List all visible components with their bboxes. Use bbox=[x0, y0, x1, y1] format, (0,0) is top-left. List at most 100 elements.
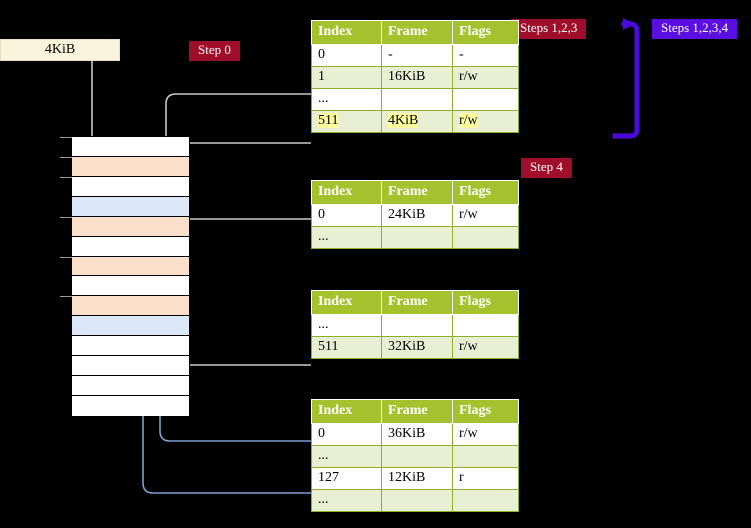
cell-frame bbox=[381, 314, 453, 337]
badge-step-0: Step 0 bbox=[189, 41, 240, 61]
badge-steps-1234: Steps 1,2,3,4 bbox=[652, 19, 738, 39]
cell-index: 0 bbox=[311, 44, 382, 67]
table-row: ... bbox=[311, 314, 519, 337]
memory-row bbox=[60, 216, 189, 237]
cell-frame: 32KiB bbox=[381, 336, 453, 359]
highlighted-value: 4KiB bbox=[388, 113, 419, 128]
table-row: 0-- bbox=[311, 44, 519, 67]
memory-row bbox=[72, 196, 189, 217]
table-row: ... bbox=[311, 489, 519, 512]
cell-index: ... bbox=[311, 445, 382, 468]
memory-frame-label: 4KiB bbox=[44, 42, 76, 57]
column-header-flags: Flags bbox=[452, 180, 519, 205]
column-header-flags: Flags bbox=[452, 290, 519, 315]
table-row: ... bbox=[311, 226, 519, 249]
column-header-index: Index bbox=[311, 290, 382, 315]
purple-bracket-arrow bbox=[612, 18, 640, 139]
cell-flags: r bbox=[452, 467, 519, 490]
column-header-frame: Frame bbox=[381, 20, 453, 45]
wire-pml4-frame-pointer bbox=[170, 142, 311, 154]
column-header-index: Index bbox=[311, 180, 382, 205]
badge-steps-1234-label: Steps 1,2,3,4 bbox=[661, 20, 729, 35]
highlighted-value: r/w bbox=[459, 113, 478, 128]
memory-row bbox=[72, 356, 189, 377]
cell-index: ... bbox=[311, 226, 382, 249]
cell-flags: r/w bbox=[452, 110, 519, 133]
badge-steps-123: Steps 1,2,3 bbox=[511, 19, 587, 39]
cell-flags: r/w bbox=[452, 66, 519, 89]
memory-row bbox=[72, 316, 189, 337]
highlighted-value: 511 bbox=[318, 113, 339, 128]
column-header-frame: Frame bbox=[381, 290, 453, 315]
memory-row bbox=[60, 156, 189, 177]
cell-flags bbox=[452, 88, 519, 111]
cell-flags bbox=[452, 445, 519, 468]
memory-row bbox=[72, 395, 189, 416]
memory-frame-label-box: 4KiB bbox=[0, 39, 120, 61]
physical-memory-grid bbox=[60, 136, 190, 416]
memory-row bbox=[60, 296, 189, 317]
cell-frame bbox=[381, 88, 453, 111]
memory-row bbox=[72, 236, 189, 257]
cell-frame: 16KiB bbox=[381, 66, 453, 89]
cell-index: 511 bbox=[311, 110, 382, 133]
cell-index: ... bbox=[311, 489, 382, 512]
cell-index: 511 bbox=[311, 336, 382, 359]
cell-index: ... bbox=[311, 314, 382, 337]
memory-row bbox=[60, 256, 189, 277]
badge-step-0-label: Step 0 bbox=[198, 42, 231, 57]
memory-row-tick bbox=[60, 296, 72, 298]
cell-frame: - bbox=[381, 44, 453, 67]
cell-frame bbox=[381, 226, 453, 249]
memory-row bbox=[60, 137, 189, 157]
cell-flags: - bbox=[452, 44, 519, 67]
wire-pdpt-entry-0 bbox=[176, 218, 311, 274]
wire-pd-entry-511 bbox=[170, 318, 311, 366]
column-header-index: Index bbox=[311, 399, 382, 424]
cell-frame: 4KiB bbox=[381, 110, 453, 133]
column-header-frame: Frame bbox=[381, 180, 453, 205]
memory-row bbox=[72, 376, 189, 396]
memory-row bbox=[60, 176, 189, 197]
cell-index: ... bbox=[311, 88, 382, 111]
cell-flags: r/w bbox=[452, 423, 519, 446]
memory-row bbox=[72, 276, 189, 297]
badge-step-4-label: Step 4 bbox=[530, 159, 563, 174]
cell-flags bbox=[452, 226, 519, 249]
memory-row bbox=[72, 336, 189, 357]
table-row: 511 4KiB r/w bbox=[311, 110, 519, 133]
table-row: ... bbox=[311, 88, 519, 111]
cell-flags: r/w bbox=[452, 336, 519, 359]
column-header-frame: Frame bbox=[381, 399, 453, 424]
memory-row-tick bbox=[60, 137, 72, 138]
table-row: ... bbox=[311, 445, 519, 468]
cell-index: 1 bbox=[311, 66, 382, 89]
cell-frame bbox=[381, 489, 453, 512]
cell-frame: 36KiB bbox=[381, 423, 453, 446]
cell-index: 127 bbox=[311, 467, 382, 490]
memory-row-tick bbox=[60, 216, 72, 218]
column-header-flags: Flags bbox=[452, 399, 519, 424]
cell-frame: 12KiB bbox=[381, 467, 453, 490]
memory-row-tick bbox=[60, 176, 72, 178]
memory-row-tick bbox=[60, 156, 72, 158]
cell-flags: r/w bbox=[452, 204, 519, 227]
cell-frame bbox=[381, 445, 453, 468]
badge-step-4: Step 4 bbox=[521, 158, 572, 178]
cell-flags bbox=[452, 489, 519, 512]
cell-index: 0 bbox=[311, 423, 382, 446]
